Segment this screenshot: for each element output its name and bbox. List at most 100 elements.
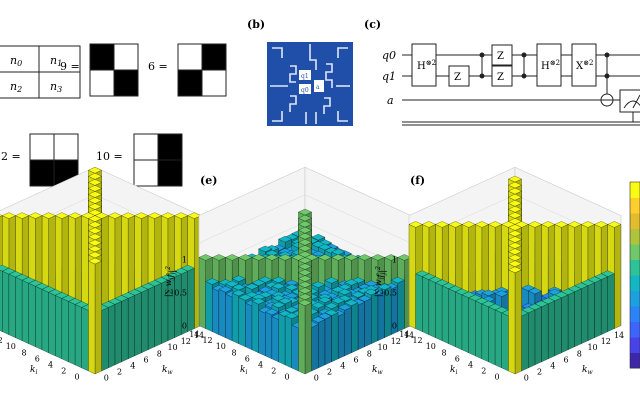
bar-top [474, 221, 489, 228]
ki-tick-label: 8 [442, 348, 447, 357]
bar-top [344, 299, 359, 306]
bar-face [55, 295, 63, 360]
ki-tick-label: 12 [0, 336, 3, 345]
wire-label-q0: q0 [382, 49, 396, 62]
bar-top [481, 289, 496, 297]
kw-tick-label: 0 [314, 373, 319, 382]
bar-top [508, 175, 522, 183]
bar-top [88, 245, 102, 253]
bar-face [48, 292, 56, 357]
bar-face [344, 307, 352, 357]
bar-top [134, 212, 149, 219]
ki-axis-label: ki [240, 365, 247, 376]
kw-tick-label: 4 [340, 361, 345, 370]
bar-face [127, 295, 135, 360]
bar-top [331, 297, 346, 304]
bar-face [397, 279, 405, 332]
bar-top [211, 254, 226, 261]
kw-tick-label: 6 [144, 355, 149, 364]
bar-face [448, 288, 456, 347]
bar-face [8, 273, 16, 338]
ki-tick-label: 12 [202, 336, 212, 345]
gate-z-pair: Z Z [491, 44, 513, 87]
gate-z-q1: Z [448, 65, 470, 87]
bar-top [508, 187, 522, 195]
bar-face [534, 306, 542, 366]
bar-top [508, 242, 522, 249]
bar-top [370, 254, 385, 261]
bar-top [298, 263, 312, 270]
bar-top [298, 275, 312, 282]
bar-face [600, 276, 608, 335]
bar-face [481, 303, 489, 363]
bar-face [371, 291, 378, 344]
bar-face [574, 288, 582, 347]
bar-top [408, 221, 423, 228]
bar-face [422, 276, 430, 335]
bar-face [541, 303, 549, 363]
bar-top [567, 221, 582, 228]
pattern-cell [29, 159, 55, 187]
pattern-cell [113, 69, 139, 97]
bar-face [304, 302, 312, 375]
bar-face [265, 311, 273, 360]
ki-tick-label: 4 [258, 360, 263, 369]
bar-top [231, 275, 246, 282]
bar-top [41, 212, 56, 219]
cell-n1: n1 [50, 54, 62, 68]
bar-face [364, 298, 372, 347]
bar-top [357, 254, 372, 261]
bar-face [187, 267, 195, 332]
pattern-group: 9 =6 =12 =10 = [0, 43, 227, 187]
bar-face [174, 273, 182, 338]
bar-top [88, 227, 102, 234]
bar-top [298, 233, 312, 240]
bar-top [0, 214, 3, 217]
kw-tick-label: 2 [327, 367, 332, 376]
ki-tick-label: 0 [75, 372, 80, 381]
pattern-label-0: 9 = [60, 60, 80, 73]
gate-hadamard-1: H⊗2 [411, 43, 437, 87]
bar-top [298, 208, 312, 216]
bar-face [147, 286, 155, 351]
bar-top [88, 221, 102, 228]
bar-face [271, 316, 279, 363]
qubit-pad-0 [299, 84, 311, 94]
bar-top [508, 230, 522, 237]
pattern-cell [157, 159, 183, 187]
bar-top [324, 277, 339, 284]
bar-top [508, 254, 522, 261]
bar-face [108, 304, 115, 369]
bar-face [0, 269, 3, 332]
bar-top [231, 284, 246, 291]
z-tick-label: 0.5 [384, 289, 397, 298]
pattern-label-1: 6 = [148, 60, 168, 73]
svg-text:X⊗2: X⊗2 [576, 59, 593, 72]
bar-top [384, 254, 399, 261]
bar-top [364, 288, 379, 296]
bar-face [291, 324, 299, 372]
pattern-cell [133, 133, 159, 161]
bar-top [271, 282, 286, 290]
bar-face [251, 301, 259, 354]
svg-text:Z: Z [454, 72, 461, 83]
bar-face [475, 300, 483, 360]
bar-top [251, 298, 266, 305]
bar-top [88, 239, 102, 246]
bar-top [88, 173, 102, 180]
kw-tick-label: 4 [550, 361, 555, 370]
bar-top [324, 302, 339, 309]
bar-top [225, 280, 240, 287]
bar-face [94, 260, 102, 375]
bar-top [251, 294, 266, 301]
bar-face [337, 313, 345, 360]
pattern-cell [157, 133, 183, 161]
plot-row: 10.5014121086420ki02468101214kw10.50|∑ w… [0, 166, 624, 382]
gate-hadamard-2: H⊗2 [536, 43, 562, 87]
wire-label-q1: q1 [382, 70, 396, 83]
ki-tick-label: 0 [495, 372, 500, 381]
bar-face [331, 312, 339, 363]
bar-face [318, 319, 325, 369]
bar-top [298, 269, 312, 276]
